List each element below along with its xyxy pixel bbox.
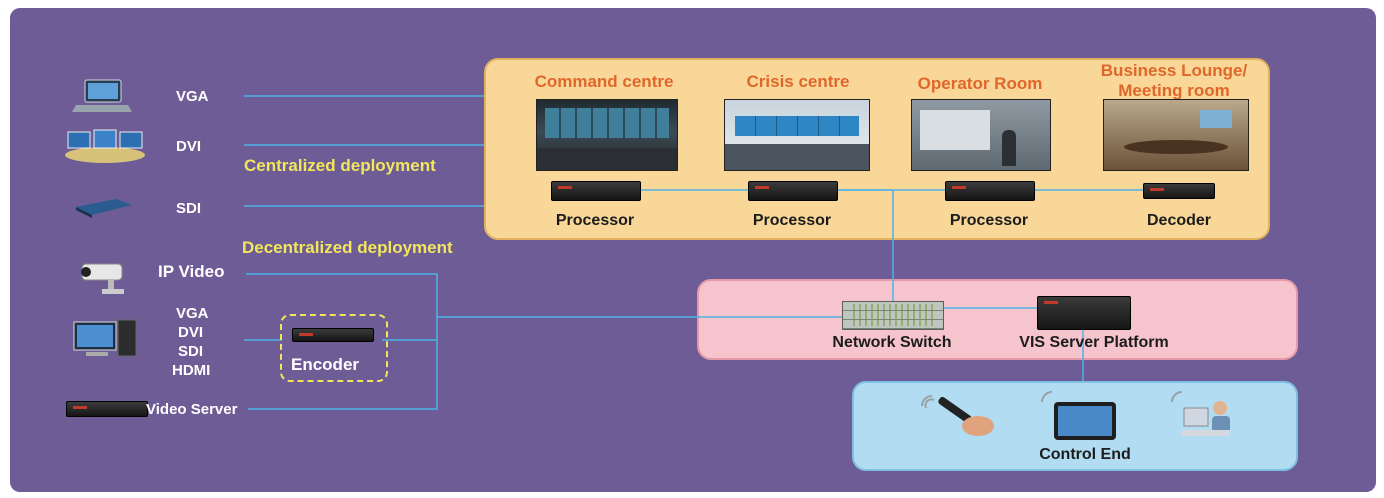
business-lounge-title: Business Lounge/ Meeting room bbox=[1082, 61, 1266, 101]
vis-server-platform-label: VIS Server Platform bbox=[1019, 334, 1169, 351]
control-end-label: Control End bbox=[1039, 446, 1131, 463]
video-server-icon bbox=[66, 401, 148, 417]
encoder-box bbox=[280, 314, 388, 382]
business-lounge-title-line-2: Meeting room bbox=[1118, 81, 1230, 100]
crisis-centre-photo bbox=[724, 99, 870, 171]
business-lounge-photo bbox=[1103, 99, 1249, 171]
network-box bbox=[697, 279, 1298, 360]
decoder-label: Decoder bbox=[1146, 212, 1212, 229]
business-lounge-title-line-1: Business Lounge/ bbox=[1100, 61, 1248, 80]
hdmi-label: HDMI bbox=[172, 362, 211, 379]
crisis-centre-title: Crisis centre bbox=[746, 72, 850, 91]
sdi-device-icon bbox=[76, 199, 132, 218]
video-server-label: Video Server bbox=[146, 401, 238, 418]
desktop-computer-icon bbox=[73, 319, 137, 357]
workstation-user-icon bbox=[1171, 391, 1230, 436]
processor-device-2 bbox=[748, 181, 838, 201]
decentralized-deployment-label: Decentralized deployment bbox=[242, 238, 453, 257]
sdi-label-2: SDI bbox=[178, 343, 204, 360]
network-switch-label: Network Switch bbox=[832, 334, 952, 351]
vga-label: VGA bbox=[176, 88, 209, 105]
dvi-label-2: DVI bbox=[178, 324, 204, 341]
encoder-label: Encoder bbox=[291, 355, 360, 374]
processor-device-1 bbox=[551, 181, 641, 201]
processor-device-3 bbox=[945, 181, 1035, 201]
processor-label-3: Processor bbox=[949, 212, 1029, 229]
processor-label-2: Processor bbox=[752, 212, 832, 229]
multi-monitor-icon bbox=[65, 129, 145, 163]
network-switch-icon bbox=[842, 301, 944, 330]
ip-camera-icon bbox=[81, 263, 124, 294]
operator-room-photo bbox=[911, 99, 1051, 171]
laptop-icon bbox=[72, 79, 132, 112]
vis-server-icon bbox=[1037, 296, 1131, 330]
sdi-label: SDI bbox=[176, 200, 202, 217]
centralized-deployment-label: Centralized deployment bbox=[244, 156, 436, 175]
dvi-label: DVI bbox=[176, 138, 202, 155]
tablet-icon bbox=[1041, 391, 1116, 440]
encoder-device-icon bbox=[292, 328, 374, 342]
remote-control-hand-icon bbox=[921, 395, 994, 436]
command-centre-title: Command centre bbox=[534, 72, 674, 91]
operator-room-title: Operator Room bbox=[917, 74, 1043, 93]
command-centre-photo bbox=[536, 99, 678, 171]
vga-label-2: VGA bbox=[176, 305, 209, 322]
decoder-device bbox=[1143, 183, 1215, 199]
ip-video-label: IP Video bbox=[158, 262, 225, 281]
processor-label-1: Processor bbox=[555, 212, 635, 229]
